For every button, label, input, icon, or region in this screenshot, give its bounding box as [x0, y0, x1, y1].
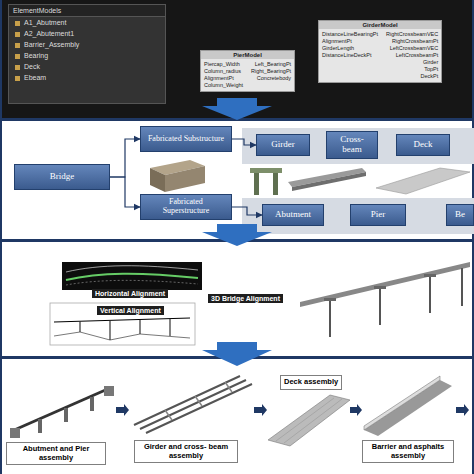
figure-label: Horizontal Alignment: [92, 289, 168, 298]
tree-item: Bearing: [24, 52, 48, 59]
step-caption: Deck assembly: [280, 375, 342, 390]
box-label: Be: [455, 210, 465, 220]
connector: [110, 139, 140, 177]
output-port: Girder: [386, 59, 438, 66]
process-box: Fabricated Substructure: [140, 126, 232, 152]
output-port: DeckPt: [386, 73, 438, 80]
tree-item: Deck: [24, 63, 40, 70]
box-label: Deck: [414, 140, 433, 150]
tree-row: Barrier_Assembly: [9, 39, 165, 50]
tree-row: Deck: [9, 61, 165, 72]
tree-icon: [15, 32, 20, 37]
output-port: RightCrossbeamVEC: [386, 31, 438, 38]
input-ports: DistanceLineBearingPtAlignmentPtGirderLe…: [322, 31, 378, 80]
tree-row: Ebeam: [9, 72, 165, 83]
step-caption: Girder and cross- beam assembly: [134, 440, 238, 463]
process-box: Fabricated Superstructure: [140, 194, 232, 220]
panel-title: ElementModels: [9, 5, 165, 17]
output-ports: RightCrossbeamVECRightCrossbeamPtLeftCro…: [386, 31, 438, 80]
tree-item: A2_Abutement1: [24, 30, 74, 37]
process-box: Be: [446, 204, 474, 226]
connector: [110, 177, 140, 207]
output-port: TopPt: [386, 66, 438, 73]
node-title: GirderModel: [319, 21, 441, 29]
input-ports: Piercap_WidthColumn_radiusAlignmentPtCol…: [204, 61, 243, 89]
output-port: Right_BearingPt: [251, 68, 291, 75]
step-caption: Abutment and Pier assembly: [6, 442, 106, 465]
box-label: Fabricated Substructure: [148, 135, 224, 144]
tree-icon: [15, 65, 20, 70]
output-port: Left_BearingPt: [251, 61, 291, 68]
step-caption: Barrier and asphalts assembly: [362, 440, 454, 463]
input-port: GirderLength: [322, 45, 378, 52]
connector: [232, 207, 262, 215]
connector: [232, 139, 256, 145]
input-port: DistanceLineBearingPt: [322, 31, 378, 38]
tree-panel: ElementModelsA1_AbutmentA2_Abutement1Bar…: [8, 4, 166, 104]
tree-row: Bearing: [9, 50, 165, 61]
box-label: Cross- beam: [331, 135, 373, 155]
box-label: Abutment: [275, 210, 311, 220]
box-label: Girder: [271, 140, 295, 150]
box-label: Fabricated Superstructure: [145, 198, 227, 216]
output-port: LeftCrossbeamPt: [386, 52, 438, 59]
process-box: Deck: [396, 134, 450, 156]
tree-icon: [15, 76, 20, 81]
output-port: LeftCrossbeamVEC: [386, 45, 438, 52]
tree-icon: [15, 43, 20, 48]
box-label: Pier: [371, 210, 386, 220]
input-port: AlignmentPt: [322, 38, 378, 45]
process-box: Girder: [256, 134, 310, 156]
input-port: Column_Weight: [204, 82, 243, 89]
input-port: Column_radius: [204, 68, 243, 75]
tree-item: Ebeam: [24, 74, 46, 81]
process-box: Bridge: [14, 164, 110, 190]
model-node: PierModelPiercap_WidthColumn_radiusAlign…: [200, 50, 295, 92]
input-port: AlignmentPt: [204, 75, 243, 82]
tree-row: A2_Abutement1: [9, 28, 165, 39]
tree-item: Barrier_Assembly: [24, 41, 79, 48]
tree-icon: [15, 54, 20, 59]
figure-label: 3D Bridge Alignment: [208, 294, 283, 303]
output-port: RightCrossbeamPt: [386, 38, 438, 45]
output-ports: Left_BearingPtRight_BearingPtConcretebod…: [251, 61, 291, 89]
box-label: Bridge: [50, 172, 75, 182]
node-body: DistanceLineBearingPtAlignmentPtGirderLe…: [319, 29, 441, 82]
process-box: Abutment: [262, 204, 324, 226]
tree-item: A1_Abutment: [24, 19, 66, 26]
input-port: DistanceLineDeckPt: [322, 52, 378, 59]
output-port: Concretebody: [251, 75, 291, 82]
tree-icon: [15, 21, 20, 26]
process-box: Cross- beam: [326, 131, 378, 159]
model-node: GirderModelDistanceLineBearingPtAlignmen…: [318, 20, 442, 83]
figure-label: Vertical Alignment: [97, 306, 164, 315]
node-body: Piercap_WidthColumn_radiusAlignmentPtCol…: [201, 59, 294, 91]
node-title: PierModel: [201, 51, 294, 59]
tree-row: A1_Abutment: [9, 17, 165, 28]
process-box: Pier: [350, 204, 406, 226]
input-port: Piercap_Width: [204, 61, 243, 68]
